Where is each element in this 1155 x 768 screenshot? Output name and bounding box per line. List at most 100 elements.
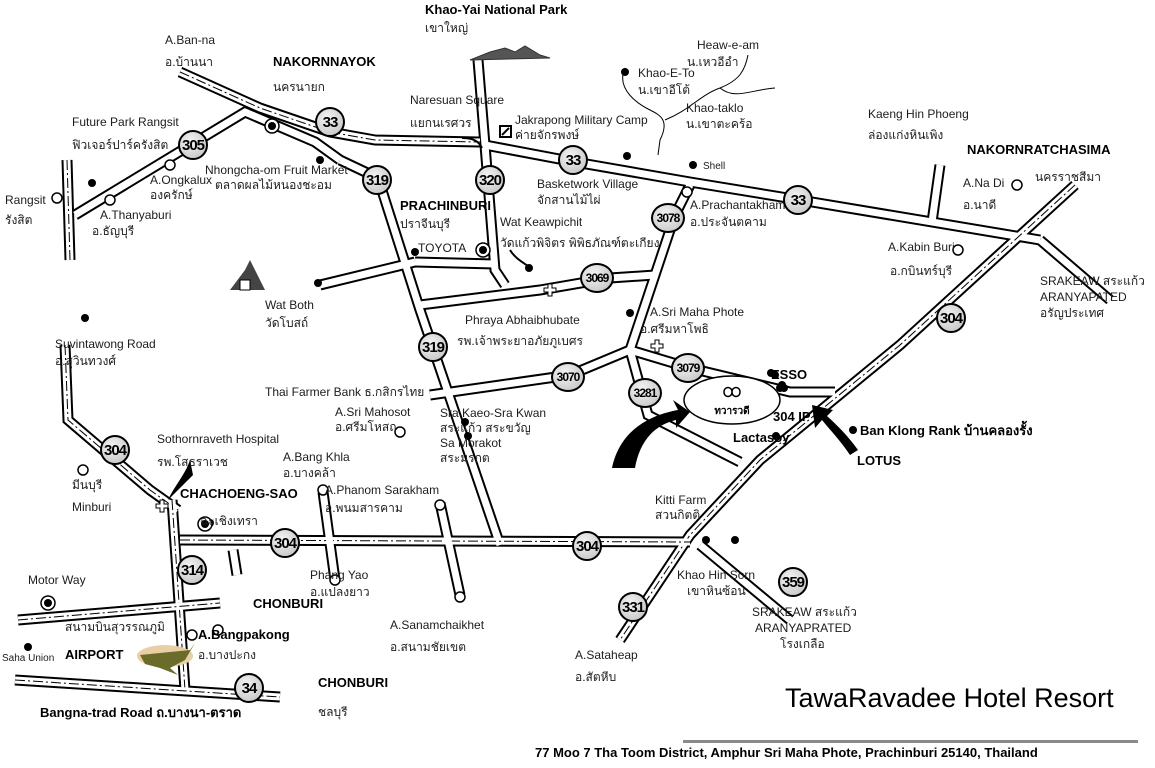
place-label: NAKORNRATCHASIMA bbox=[967, 142, 1111, 157]
place-label: Khao-taklo bbox=[686, 101, 744, 115]
district-circle-icon bbox=[186, 629, 198, 641]
location-dot-icon bbox=[689, 161, 697, 169]
route-shield: 304 bbox=[270, 528, 300, 558]
district-circle-icon bbox=[317, 484, 329, 496]
place-label: ARANYAPRATED bbox=[755, 621, 852, 635]
road-motorway-centerline bbox=[17, 602, 221, 621]
place-label: Wat Both bbox=[265, 298, 314, 312]
road-3069 bbox=[419, 271, 656, 309]
place-label: 304 IP bbox=[773, 409, 811, 424]
place-label: นครราชสีมา bbox=[1035, 170, 1101, 184]
military-camp-icon-slash bbox=[501, 127, 510, 136]
route-shield: 34 bbox=[234, 673, 264, 703]
road-305 bbox=[73, 108, 343, 218]
place-label: NAKORNNAYOK bbox=[273, 54, 376, 69]
place-label: Khao-Yai National Park bbox=[425, 2, 568, 17]
place-label: Kitti Farm bbox=[655, 493, 707, 507]
road-chachoeng-short bbox=[229, 549, 241, 576]
place-label: ค่ายจักรพงษ์ bbox=[515, 128, 580, 142]
landmark-dot-icon bbox=[479, 246, 487, 254]
place-label: ARANYAPATED bbox=[1040, 290, 1127, 304]
airplane-icon bbox=[140, 643, 195, 675]
place-label: SRAKEAW สระแก้ว bbox=[752, 605, 857, 619]
road-359 bbox=[697, 542, 793, 623]
place-label: อ.บ้านนา bbox=[165, 55, 214, 69]
district-circle-icon bbox=[454, 591, 466, 603]
road-prachin-ring bbox=[414, 258, 496, 268]
place-label: อ.ประจันตคาม bbox=[690, 215, 767, 229]
location-dot-icon bbox=[464, 432, 472, 440]
route-shield: 320 bbox=[475, 165, 505, 195]
place-label: น.เหวอีอำ bbox=[687, 55, 739, 69]
route-shield: 319 bbox=[418, 332, 448, 362]
place-label: สระแก้ว สระขวัญ bbox=[440, 421, 531, 435]
place-label: เขาใหญ่ bbox=[425, 21, 469, 35]
place-label: อ.กบินทร์บุรี bbox=[890, 264, 953, 278]
place-label: A.Thanyaburi bbox=[100, 208, 172, 222]
temple-icon bbox=[230, 260, 265, 290]
place-label: Wat Keawpichit bbox=[500, 215, 583, 229]
place-label: Naresuan Square bbox=[410, 93, 505, 107]
hospital-cross-icon bbox=[650, 339, 664, 353]
place-label: วัดแก้วพิจิตร พิพิธภัณฑ์ตะเกียง bbox=[500, 236, 660, 250]
pointer-arrow-icon bbox=[461, 137, 483, 149]
place-label: Ban Klong Rank บ้านคลองรั้ง bbox=[860, 423, 1033, 438]
place-label: LOTUS bbox=[857, 453, 902, 468]
hospital-arrow-icon bbox=[168, 460, 193, 500]
place-label: Lactasoy bbox=[733, 430, 790, 445]
road-320 bbox=[474, 59, 508, 287]
place-label: Sothornraveth Hospital bbox=[157, 432, 280, 446]
place-label: CHONBURI bbox=[253, 596, 324, 611]
place-label: Future Park Rangsit bbox=[72, 115, 179, 129]
place-label: Phraya Abhaibhubate bbox=[465, 313, 580, 327]
place-label: น.เขาอีโต้ bbox=[638, 83, 691, 97]
place-label: AIRPORT bbox=[65, 647, 124, 662]
road-304-diagonal-centerline bbox=[619, 184, 1076, 641]
location-dot-icon bbox=[702, 536, 710, 544]
location-dot-icon bbox=[411, 248, 419, 256]
place-label: โรงเกลือ bbox=[780, 637, 825, 651]
place-label: A.Sri Mahosot bbox=[335, 405, 411, 419]
road-304-horizontal-centerline bbox=[179, 539, 691, 543]
district-circle-icon bbox=[51, 192, 63, 204]
location-dot-icon bbox=[621, 68, 629, 76]
place-label: A.Bangpakong bbox=[198, 627, 290, 642]
pointer-arrow-icon bbox=[509, 249, 529, 267]
place-label: อ.ธัญบุรี bbox=[92, 224, 135, 238]
district-circle-icon bbox=[329, 574, 341, 586]
place-label: A.Bang Khla bbox=[283, 450, 350, 464]
road-319 bbox=[338, 156, 504, 547]
place-label: อ.สัตหีบ bbox=[575, 670, 617, 684]
place-label: วัดโบสถ์ bbox=[265, 316, 309, 330]
place-label: A.Kabin Buri bbox=[888, 240, 955, 254]
route-shield: 331 bbox=[618, 592, 648, 622]
road-33-east bbox=[484, 141, 1041, 244]
place-label: รพ.เจ้าพระยาอภัยภูเบศร bbox=[457, 334, 583, 348]
landmark-dot-icon bbox=[201, 520, 209, 528]
place-label: มีนบุรี bbox=[72, 478, 103, 492]
location-dot-icon bbox=[88, 179, 96, 187]
place-label: Shell bbox=[703, 161, 726, 172]
place-label: Khao-E-To bbox=[638, 66, 695, 80]
place-label: Khao Hin Sorn bbox=[677, 568, 756, 582]
place-label: นครนายก bbox=[273, 80, 325, 94]
place-label: อ.บางคล้า bbox=[283, 466, 336, 480]
hotel-logo-text: ทวารวดี bbox=[714, 405, 749, 417]
place-label: สระมรกต bbox=[440, 451, 490, 465]
place-label: Kaeng Hin Phoeng bbox=[868, 107, 969, 121]
place-label: Bangna-trad Road ถ.บางนา-ตราด bbox=[40, 705, 242, 720]
location-dot-icon bbox=[316, 156, 324, 164]
place-label: แยกนเรศวร bbox=[410, 116, 472, 130]
route-shield: 3079 bbox=[671, 353, 705, 383]
place-label: อ.นาดี bbox=[963, 198, 997, 212]
route-shield: 33 bbox=[783, 185, 813, 215]
place-label: Nhongcha-om Fruit Market bbox=[205, 163, 348, 177]
road-bang-khla bbox=[319, 491, 339, 581]
place-label: A.Ongkalux bbox=[150, 173, 213, 187]
place-label: CHACHOENG-SAO bbox=[180, 486, 298, 501]
place-label: ESSO bbox=[771, 367, 808, 382]
route-shield: 3078 bbox=[651, 203, 685, 233]
place-label: Phang Yao bbox=[310, 568, 369, 582]
place-label: อ.แปลงยาว bbox=[310, 585, 370, 599]
